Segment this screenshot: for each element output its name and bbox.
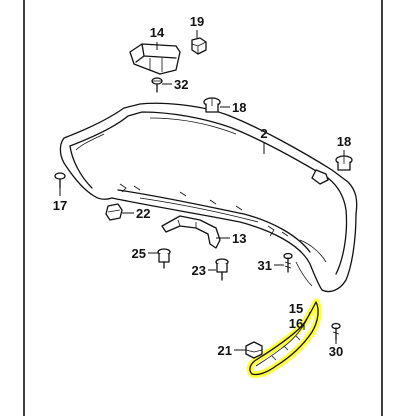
screw-17[interactable] xyxy=(54,172,66,189)
callout-18-top: 18 xyxy=(232,100,246,115)
clip-18-top[interactable] xyxy=(203,97,221,113)
center-bracket-13[interactable] xyxy=(161,215,221,249)
callout-14: 14 xyxy=(150,25,165,40)
callout-13: 13 xyxy=(232,231,246,246)
side-spacer-15-16[interactable] xyxy=(246,298,322,378)
clip-22[interactable] xyxy=(105,203,123,221)
callout-2: 2 xyxy=(260,126,267,141)
clip-25[interactable] xyxy=(157,248,171,269)
callout-32: 32 xyxy=(174,77,188,92)
callout-22: 22 xyxy=(136,206,150,221)
callout-19: 19 xyxy=(190,14,204,29)
callout-18-right: 18 xyxy=(337,134,351,149)
bumper-bracket-14[interactable] xyxy=(129,43,181,75)
screw-30[interactable] xyxy=(331,322,341,341)
clip-18-right[interactable] xyxy=(335,155,353,171)
callout-23: 23 xyxy=(192,263,206,278)
callout-15: 15 xyxy=(289,301,303,316)
clip-21[interactable] xyxy=(245,341,263,359)
callout-17: 17 xyxy=(53,198,67,213)
screw-32[interactable] xyxy=(151,77,163,93)
leader-lines xyxy=(59,30,345,351)
callout-16: 16 xyxy=(289,316,303,331)
callout-31: 31 xyxy=(258,258,272,273)
callout-30: 30 xyxy=(329,344,343,359)
clip-23[interactable] xyxy=(215,258,229,281)
callout-21: 21 xyxy=(218,343,232,358)
screw-31[interactable] xyxy=(283,252,293,273)
nut-19[interactable] xyxy=(191,37,207,55)
rear-bumper-cover[interactable] xyxy=(59,102,358,293)
callout-25: 25 xyxy=(132,246,146,261)
